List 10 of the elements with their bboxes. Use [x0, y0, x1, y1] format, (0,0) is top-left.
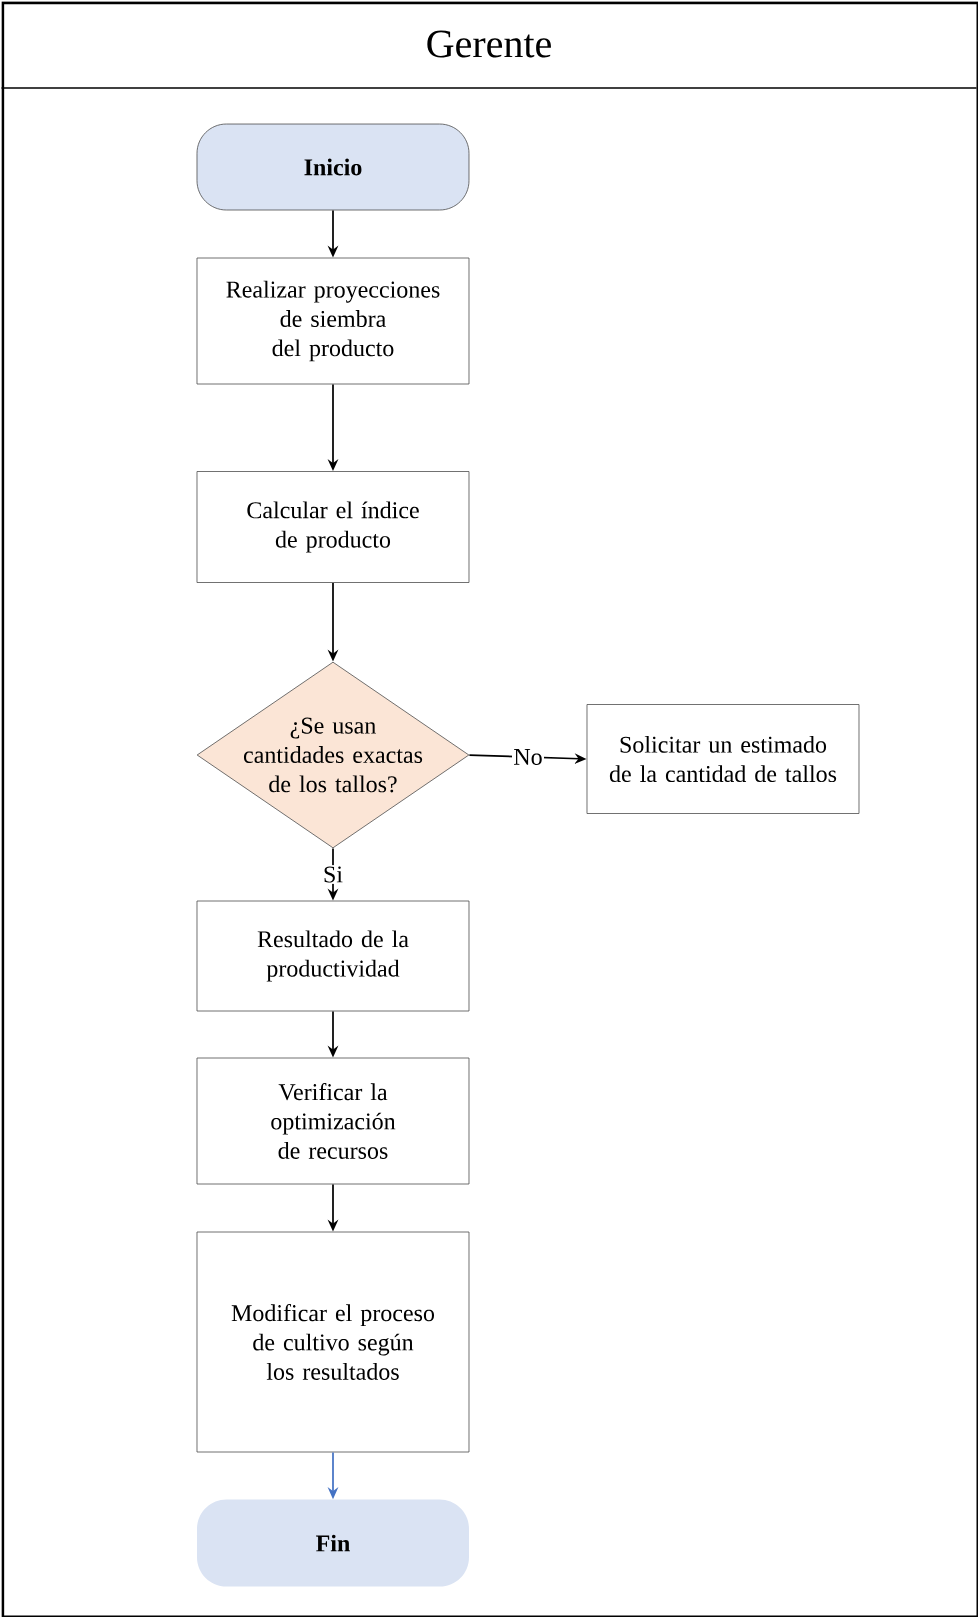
edge-label: Si	[321, 865, 345, 884]
end-terminal: Fin	[197, 1499, 469, 1587]
process-box: Calcular el índice de producto	[196, 471, 470, 583]
process-box: Realizar proyecciones de siembra del producto	[196, 257, 470, 385]
process-box: Resultado de la productividad	[196, 900, 470, 1012]
process-box: Solicitar un estimado de la cantidad de tallos	[586, 704, 860, 814]
process-box: Modificar el proceso de cultivo según los resultados	[196, 1231, 470, 1453]
process-box: Verificar la optimización de recursos	[196, 1057, 470, 1185]
edge-label: No	[512, 747, 544, 767]
start-terminal: Inicio	[196, 123, 470, 211]
